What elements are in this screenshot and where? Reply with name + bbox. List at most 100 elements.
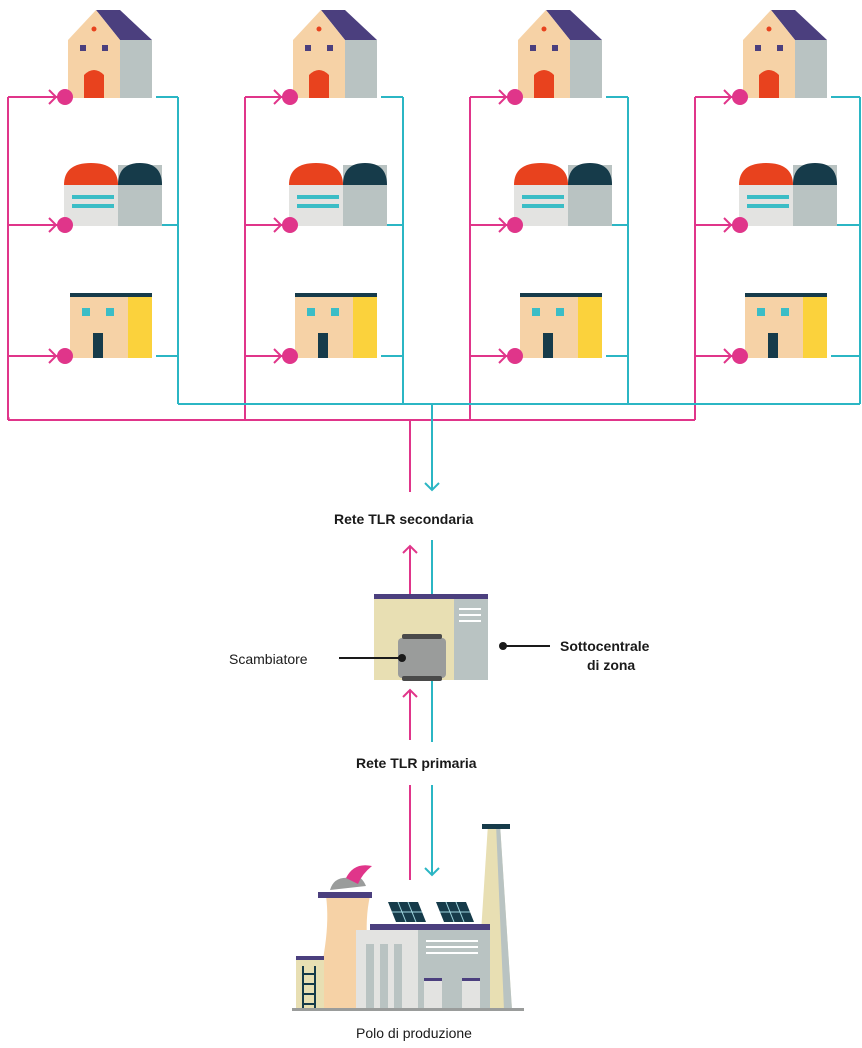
warehouse-icon [739,163,837,226]
warehouse-roof-side [343,163,387,185]
apartment-side [128,297,152,358]
chimney-shade [496,824,512,1010]
supply-arrow [723,217,733,233]
warehouse-roof [514,163,568,185]
house-roof [96,10,152,40]
apartment-roof [520,293,602,297]
warehouse-roof-side [568,163,612,185]
house-dot [91,26,97,32]
primary-supply-arrow [402,688,418,698]
house-gable [68,10,120,40]
hall-door [462,980,480,1010]
warehouse-roof [739,163,793,185]
supply-arrow [498,348,508,364]
house-icon [293,10,377,98]
return-arrow [424,482,440,492]
apartment-window [532,308,540,316]
house-door [534,70,554,98]
solar-panel-icon [388,901,426,923]
house-side [795,40,827,98]
secondary-network-label: Rete TLR secondaria [334,511,474,527]
hall-door [424,980,442,1010]
apartment-door [93,333,103,358]
chimney-cap [482,824,510,829]
production-label: Polo di produzione [356,1025,472,1041]
apartment-window [556,308,564,316]
warehouse-roof-side [118,163,162,185]
warehouse-window [72,195,114,199]
exchanger-leader-dot [398,654,406,662]
apartment-door [543,333,553,358]
hall-roof [370,924,490,930]
supply-branch [469,89,512,420]
house-window [552,45,558,51]
house-gable [293,10,345,40]
house-window [327,45,333,51]
buildings-layer [57,10,837,364]
apartment-icon [70,293,152,358]
cooling-tower-cap [318,892,372,898]
apartment-side [578,297,602,358]
warehouse-window [747,204,789,208]
house-icon [518,10,602,98]
supply-node [57,89,73,105]
hall-vent [426,946,478,948]
house-window [755,45,761,51]
hall-door-lintel [424,978,442,981]
warehouse-icon [289,163,387,226]
house-window [102,45,108,51]
warehouse-window [297,204,339,208]
house-icon [68,10,152,98]
supply-arrow [498,89,508,105]
supply-arrow [273,89,283,105]
house-gable [743,10,795,40]
supply-node [732,89,748,105]
supply-branch [7,89,62,420]
house-gable [518,10,570,40]
apartment-icon [295,293,377,358]
apartment-door [768,333,778,358]
apartment-window [307,308,315,316]
return-branch [606,96,629,404]
supply-arrow [498,217,508,233]
heat-exchanger-label: Scambiatore [229,651,308,667]
supply-arrow [48,217,58,233]
cabinet-vent [459,608,481,610]
supply-arrow [273,348,283,364]
supply-node [57,348,73,364]
apartment-icon [520,293,602,358]
house-door [309,70,329,98]
apartment-window [757,308,765,316]
supply-branch [244,89,287,420]
apartment-roof [70,293,152,297]
warehouse-icon [64,163,162,226]
solar-panel-icon [436,901,474,923]
supply-arrow [48,89,58,105]
flame [346,865,372,884]
house-roof [321,10,377,40]
hall-column [394,944,402,1010]
cabinet-vent [459,620,481,622]
secondary-supply-arrow [402,544,418,554]
supply-arrow [723,348,733,364]
supply-arrow [273,217,283,233]
return-branch [831,96,861,404]
hall-column [380,944,388,1010]
apartment-door [318,333,328,358]
exchanger-cap [402,676,442,681]
house-side [570,40,602,98]
primary-return-arrow [424,867,440,877]
hall-vent [426,940,478,942]
house-door [84,70,104,98]
supply-arrow [48,348,58,364]
apartment-icon [745,293,827,358]
warehouse-roof [64,163,118,185]
supply-node [507,348,523,364]
supply-node [507,217,523,233]
production-plant [292,824,524,1011]
cabinet-vent [459,614,481,616]
apartment-roof [745,293,827,297]
warehouse-icon [514,163,612,226]
